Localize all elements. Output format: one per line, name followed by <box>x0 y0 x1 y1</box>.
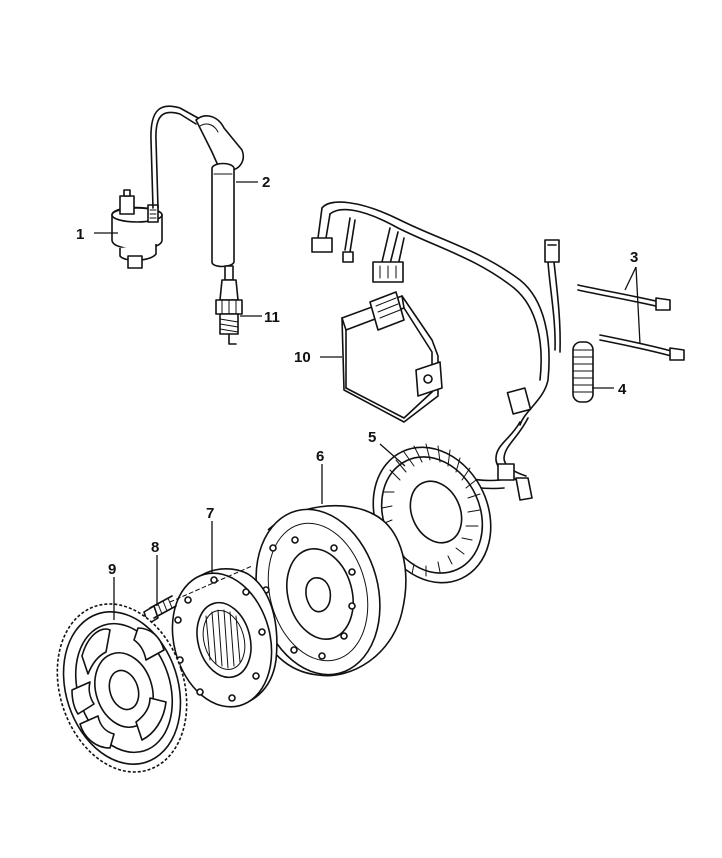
callout-8: 8 <box>151 539 159 556</box>
leader-lines <box>94 181 641 620</box>
spark-plug-cap-and-lead <box>150 105 245 268</box>
callout-6: 6 <box>316 448 324 465</box>
spark-plug <box>215 265 243 345</box>
callout-5: 5 <box>368 429 376 446</box>
callout-9: 9 <box>108 561 116 578</box>
callout-2: 2 <box>262 174 270 191</box>
starter-clutch <box>169 565 278 708</box>
wiring-harness <box>311 201 561 501</box>
cdi-unit <box>341 291 443 423</box>
callout-7: 7 <box>206 505 214 522</box>
callout-11: 11 <box>264 309 280 326</box>
callout-10: 10 <box>294 349 311 366</box>
starter-gear <box>56 603 188 773</box>
callout-1: 1 <box>76 226 84 243</box>
flywheel-rotor <box>255 504 407 677</box>
wire-ties <box>577 284 685 361</box>
harness-sleeve <box>572 341 594 403</box>
callout-4: 4 <box>618 381 627 398</box>
callout-3: 3 <box>630 249 638 266</box>
ignition-coil <box>111 189 163 269</box>
